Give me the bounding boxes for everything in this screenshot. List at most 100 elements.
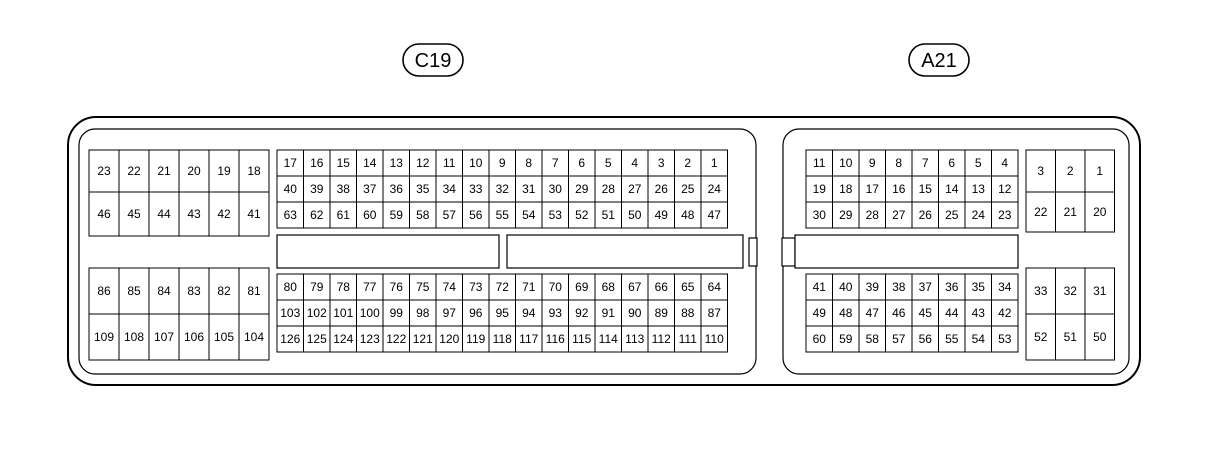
pin-label-110: 110 bbox=[705, 332, 724, 346]
a21-label: A21 bbox=[908, 43, 970, 77]
pin-label-43: 43 bbox=[187, 207, 201, 221]
pin-label-27: 27 bbox=[628, 182, 642, 196]
c19-slot-right bbox=[506, 234, 744, 269]
pin-label-15: 15 bbox=[919, 182, 933, 196]
pin-cell-41 bbox=[238, 191, 270, 237]
pin-label-36: 36 bbox=[945, 280, 959, 294]
pin-label-24: 24 bbox=[972, 208, 986, 222]
pin-label-78: 78 bbox=[337, 280, 351, 294]
pin-label-23: 23 bbox=[998, 208, 1012, 222]
pin-label-125: 125 bbox=[307, 332, 327, 346]
pin-label-121: 121 bbox=[413, 332, 433, 346]
pin-label-30: 30 bbox=[549, 182, 563, 196]
pin-label-25: 25 bbox=[945, 208, 959, 222]
pin-label-124: 124 bbox=[333, 332, 353, 346]
pin-label-51: 51 bbox=[1064, 330, 1078, 344]
pin-label-34: 34 bbox=[998, 280, 1012, 294]
pin-label-22: 22 bbox=[127, 164, 141, 178]
pin-label-74: 74 bbox=[443, 280, 457, 294]
pin-label-82: 82 bbox=[217, 284, 231, 298]
pin-cell-110 bbox=[700, 325, 728, 353]
pin-label-93: 93 bbox=[549, 306, 563, 320]
pin-label-35: 35 bbox=[416, 182, 430, 196]
pin-label-46: 46 bbox=[892, 306, 906, 320]
pin-label-118: 118 bbox=[493, 332, 512, 346]
pin-label-39: 39 bbox=[310, 182, 324, 196]
pin-label-68: 68 bbox=[602, 280, 616, 294]
pin-label-59: 59 bbox=[839, 332, 853, 346]
pin-label-85: 85 bbox=[127, 284, 141, 298]
pin-label-80: 80 bbox=[284, 280, 298, 294]
pin-label-79: 79 bbox=[310, 280, 324, 294]
pin-label-3: 3 bbox=[658, 156, 665, 170]
pin-label-104: 104 bbox=[244, 330, 264, 344]
c19-label-frame bbox=[402, 43, 464, 77]
pin-cell-53 bbox=[991, 325, 1019, 353]
pin-label-47: 47 bbox=[708, 208, 722, 222]
pin-label-19: 19 bbox=[813, 182, 827, 196]
pin-label-70: 70 bbox=[549, 280, 563, 294]
pin-label-56: 56 bbox=[469, 208, 483, 222]
a21-label-text: A21 bbox=[921, 50, 957, 72]
pin-label-25: 25 bbox=[681, 182, 695, 196]
pin-label-39: 39 bbox=[866, 280, 880, 294]
pin-label-55: 55 bbox=[496, 208, 510, 222]
pin-label-100: 100 bbox=[360, 306, 380, 320]
pin-label-6: 6 bbox=[948, 156, 955, 170]
pin-label-102: 102 bbox=[307, 306, 327, 320]
pin-label-91: 91 bbox=[602, 306, 616, 320]
pin-label-43: 43 bbox=[972, 306, 986, 320]
pin-label-90: 90 bbox=[628, 306, 642, 320]
pin-label-29: 29 bbox=[575, 182, 589, 196]
pin-label-123: 123 bbox=[360, 332, 380, 346]
pin-label-97: 97 bbox=[443, 306, 457, 320]
pin-label-112: 112 bbox=[652, 332, 671, 346]
pin-label-20: 20 bbox=[1093, 205, 1107, 219]
pin-label-11: 11 bbox=[443, 156, 456, 170]
pin-label-49: 49 bbox=[655, 208, 669, 222]
pin-label-106: 106 bbox=[184, 330, 204, 344]
pin-label-15: 15 bbox=[337, 156, 351, 170]
pin-label-21: 21 bbox=[1064, 205, 1078, 219]
pin-label-2: 2 bbox=[684, 156, 691, 170]
pin-label-10: 10 bbox=[839, 156, 853, 170]
pin-label-45: 45 bbox=[127, 207, 141, 221]
pin-label-113: 113 bbox=[625, 332, 644, 346]
pin-label-28: 28 bbox=[866, 208, 880, 222]
pin-label-71: 71 bbox=[522, 280, 536, 294]
pin-label-13: 13 bbox=[390, 156, 404, 170]
pin-label-4: 4 bbox=[1001, 156, 1008, 170]
pin-label-37: 37 bbox=[919, 280, 933, 294]
pin-cell-20 bbox=[1084, 191, 1115, 233]
pin-label-55: 55 bbox=[945, 332, 959, 346]
pin-label-41: 41 bbox=[247, 207, 261, 221]
c19-slot-left bbox=[276, 234, 500, 269]
pin-label-32: 32 bbox=[1064, 284, 1078, 298]
pin-label-89: 89 bbox=[655, 306, 669, 320]
pin-label-95: 95 bbox=[496, 306, 510, 320]
pin-label-27: 27 bbox=[892, 208, 906, 222]
pin-label-18: 18 bbox=[247, 164, 261, 178]
c19-label-text: C19 bbox=[415, 50, 452, 72]
pin-label-40: 40 bbox=[284, 182, 298, 196]
pin-label-64: 64 bbox=[708, 280, 722, 294]
pin-label-31: 31 bbox=[1093, 284, 1107, 298]
pin-cell-50 bbox=[1084, 313, 1115, 361]
pin-label-119: 119 bbox=[466, 332, 485, 346]
pin-label-76: 76 bbox=[390, 280, 404, 294]
pin-label-126: 126 bbox=[280, 332, 300, 346]
pin-label-33: 33 bbox=[469, 182, 483, 196]
pin-label-115: 115 bbox=[572, 332, 591, 346]
pin-label-48: 48 bbox=[839, 306, 853, 320]
pin-label-28: 28 bbox=[602, 182, 616, 196]
pin-label-51: 51 bbox=[602, 208, 616, 222]
pin-label-52: 52 bbox=[575, 208, 589, 222]
pin-label-77: 77 bbox=[363, 280, 377, 294]
pin-label-8: 8 bbox=[895, 156, 902, 170]
